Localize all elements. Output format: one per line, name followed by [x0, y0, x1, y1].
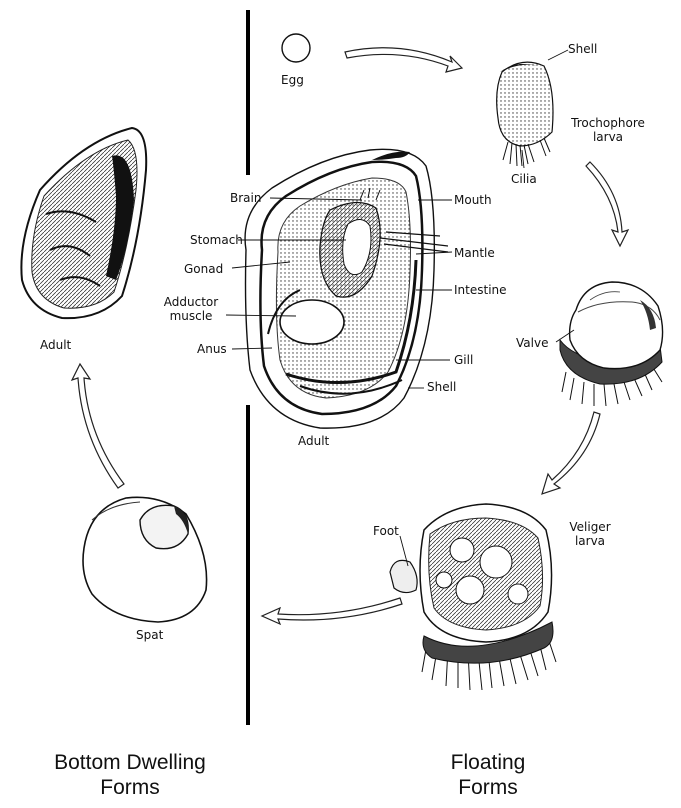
trochophore-label-line2: larva — [558, 130, 658, 144]
adult-shell-left-illustration — [21, 128, 146, 318]
spat-label: Spat — [136, 628, 163, 642]
caption-floating-line2: Forms — [428, 775, 548, 800]
stomach-label: Stomach — [190, 233, 243, 247]
caption-bottom-line1: Bottom Dwelling — [30, 750, 230, 775]
trochophore-larva-illustration — [497, 62, 553, 166]
shell-label-trochophore: Shell — [568, 42, 597, 56]
gonad-label: Gonad — [184, 262, 223, 276]
mouth-label: Mouth — [454, 193, 492, 207]
caption-bottom-line2: Forms — [30, 775, 230, 800]
arrow-spat-to-adult — [72, 364, 124, 488]
caption-floating-line1: Floating — [428, 750, 548, 775]
egg-icon — [282, 34, 310, 62]
gill-label: Gill — [454, 353, 473, 367]
valve-larva-illustration — [560, 282, 663, 406]
egg-label: Egg — [281, 73, 304, 87]
veliger-label-line1: Veliger — [560, 520, 620, 534]
adductor-label-line1: Adductor — [156, 295, 226, 309]
cilia-label: Cilia — [511, 172, 537, 186]
spat-illustration — [83, 497, 207, 622]
adult-center-label: Adult — [298, 434, 329, 448]
adult-left-label: Adult — [40, 338, 71, 352]
anus-label: Anus — [197, 342, 227, 356]
adult-anatomy-illustration — [245, 149, 448, 428]
caption-floating: Floating Forms — [428, 750, 548, 800]
arrow-trochophore-to-valve — [586, 162, 628, 246]
arrow-valve-to-veliger — [542, 412, 600, 494]
caption-bottom-dwelling: Bottom Dwelling Forms — [30, 750, 230, 800]
valve-label: Valve — [516, 336, 548, 350]
intestine-label: Intestine — [454, 283, 507, 297]
adductor-muscle-label: Adductor muscle — [156, 295, 226, 323]
veliger-larva-label: Veliger larva — [560, 520, 620, 548]
adductor-label-line2: muscle — [156, 309, 226, 323]
trochophore-larva-label: Trochophore larva — [558, 116, 658, 144]
brain-label: Brain — [230, 191, 261, 205]
veliger-larva-illustration — [390, 504, 556, 690]
trochophore-label-line1: Trochophore — [558, 116, 658, 130]
arrow-veliger-to-spat — [262, 598, 402, 624]
shell-label-adult: Shell — [427, 380, 456, 394]
foot-label: Foot — [373, 524, 399, 538]
arrow-egg-to-trochophore — [345, 48, 462, 72]
mantle-label: Mantle — [454, 246, 495, 260]
veliger-label-line2: larva — [560, 534, 620, 548]
